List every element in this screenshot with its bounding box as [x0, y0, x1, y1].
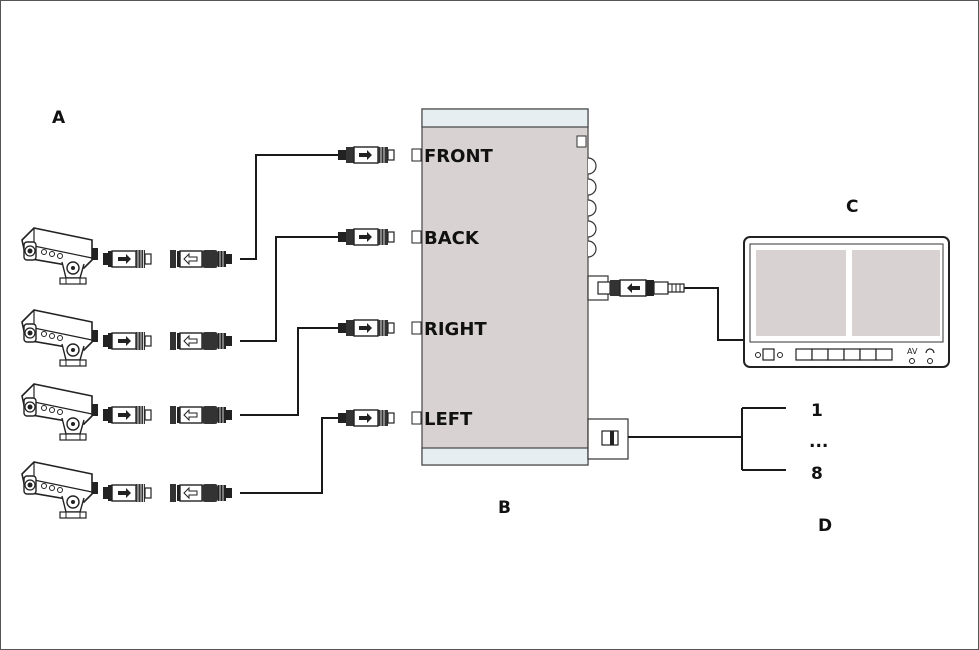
trigger-line-1: 1	[811, 401, 823, 421]
trigger-wires	[628, 407, 786, 471]
monitor-cable	[597, 279, 748, 341]
monitor-power-button[interactable]	[762, 348, 775, 361]
camera-front-chain	[21, 227, 233, 285]
monitor-buttons[interactable]	[795, 348, 893, 361]
monitor-screen-right	[852, 250, 940, 336]
monitor-screen-left	[756, 250, 846, 336]
label-triggers: D	[818, 516, 832, 536]
camera-wires	[240, 154, 338, 494]
camera-back-chain	[21, 309, 233, 367]
label-monitor: C	[846, 197, 858, 217]
headphone-icon	[925, 348, 935, 354]
port-connectors	[337, 146, 422, 427]
label-cameras: A	[52, 108, 66, 128]
monitor-av-label: AV	[907, 347, 918, 356]
monitor: AV	[743, 236, 950, 368]
label-switch-box: B	[498, 498, 511, 518]
port-label-front: FRONT	[424, 146, 494, 167]
trigger-line-8: 8	[811, 464, 823, 484]
av-jack-icon	[909, 358, 915, 364]
port-label-right: RIGHT	[424, 319, 487, 340]
camera-right-chain	[21, 383, 233, 441]
camera-left-chain	[21, 461, 233, 519]
port-label-back: BACK	[424, 228, 480, 249]
trigger-ellipsis: ...	[809, 432, 828, 452]
switch-box	[421, 108, 629, 466]
port-label-left: LEFT	[424, 409, 473, 430]
